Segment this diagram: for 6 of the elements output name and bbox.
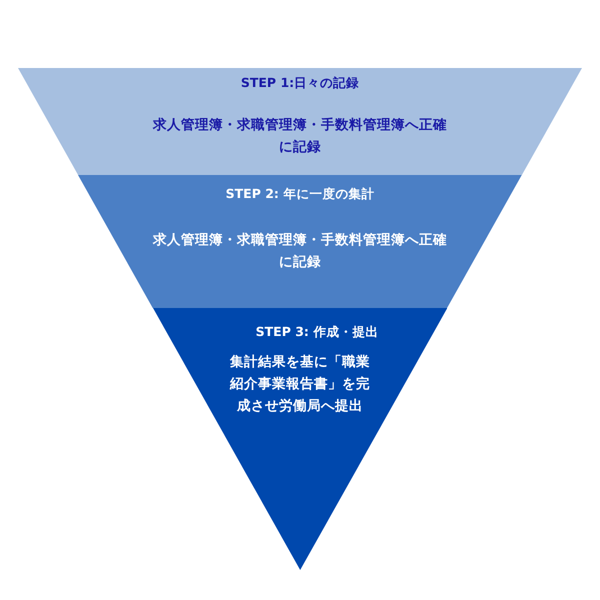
step-description: 求人管理簿・求職管理簿・手数料管理簿へ正確に記録 bbox=[152, 231, 448, 272]
step-description: 集計結果を基に「職業紹介事業報告書」を完成させ労働局へ提出 bbox=[228, 353, 371, 416]
step-heading: STEP 1:日々の記録 bbox=[240, 74, 360, 92]
step-heading: STEP 2: 年に一度の集計 bbox=[224, 185, 376, 203]
step-description: 求人管理簿・求職管理簿・手数料管理簿へ正確に記録 bbox=[152, 116, 448, 157]
step-heading: STEP 3: 作成・提出 bbox=[254, 323, 380, 341]
